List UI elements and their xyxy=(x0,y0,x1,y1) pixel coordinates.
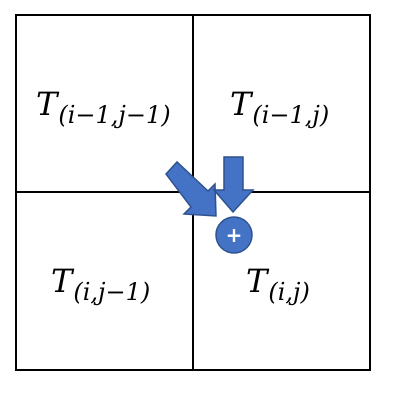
cell-label-bottom-right: T(i,j) xyxy=(246,262,310,304)
cell-symbol: T xyxy=(51,262,73,300)
down-arrow-icon xyxy=(212,156,255,214)
cell-symbol: T xyxy=(246,262,268,300)
cell-subscript: (i−1,j) xyxy=(252,101,330,129)
cell-label-top-right: T(i−1,j) xyxy=(230,85,329,127)
cell-label-bottom-left: T(i,j−1) xyxy=(51,262,150,304)
cell-subscript: (i−1,j−1) xyxy=(58,101,171,129)
cell-subscript: (i,j) xyxy=(268,278,310,306)
cell-symbol: T xyxy=(36,85,58,123)
cell-subscript: (i,j−1) xyxy=(73,278,151,306)
sum-node-circle xyxy=(215,216,253,254)
diagonal-arrow-icon xyxy=(165,160,217,217)
cell-symbol: T xyxy=(230,85,252,123)
cell-label-top-left: T(i−1,j−1) xyxy=(36,85,171,127)
